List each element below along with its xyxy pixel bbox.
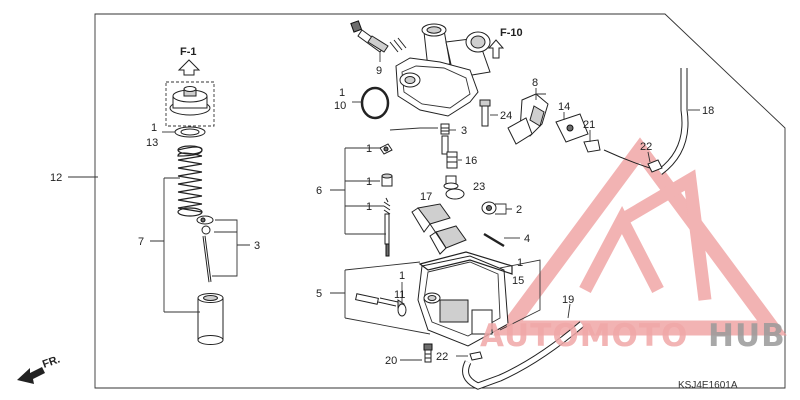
callout-8: 8 <box>532 77 538 89</box>
jet-23 <box>443 175 459 190</box>
watermark-triangle <box>493 137 787 336</box>
watermark-dark: HUB <box>708 318 786 354</box>
callout-2: 2 <box>516 204 522 216</box>
bracket-6 <box>330 147 386 235</box>
callout-1-11: 1 <box>399 270 405 282</box>
needle-retainer <box>196 215 214 235</box>
callout-16: 16 <box>465 155 477 167</box>
watermark-text: AUTOMOTO HUB <box>480 318 786 354</box>
callout-1-13: 1 <box>151 122 157 134</box>
callout-3-left: 3 <box>254 240 260 252</box>
watermark-accent: AUTOMOTO <box>480 318 688 354</box>
leader-1-top <box>389 127 438 131</box>
callout-24: 24 <box>500 110 512 122</box>
callout-7: 7 <box>138 236 144 248</box>
o-ring-10 <box>360 86 390 120</box>
screw-24 <box>479 99 491 127</box>
ref-f10: F-10 <box>500 27 523 39</box>
clip-22-bottom <box>469 351 483 361</box>
callout-1-b: 1 <box>366 176 372 188</box>
carb-body-group <box>330 20 700 390</box>
carb-body <box>395 57 479 117</box>
callout-19: 19 <box>562 294 574 306</box>
throttle-slide <box>197 293 224 345</box>
callout-12: 12 <box>50 172 62 184</box>
float <box>411 203 467 255</box>
callout-1-10: 1 <box>339 87 345 99</box>
washer-11 <box>397 303 407 317</box>
callout-3-center: 3 <box>461 125 467 137</box>
float-chamber <box>417 255 509 347</box>
bracket-15 <box>499 259 541 331</box>
callout-5: 5 <box>316 288 322 300</box>
callout-13: 13 <box>146 137 158 149</box>
ref-fr: FR. <box>41 353 62 370</box>
screw-9 <box>350 20 407 53</box>
callout-4: 4 <box>524 233 530 245</box>
callout-17: 17 <box>420 191 432 203</box>
f1-ref-box <box>165 81 215 127</box>
left-assembly <box>68 59 250 345</box>
diagram-frame <box>94 13 786 389</box>
watermark-mark <box>579 169 712 301</box>
callout-23: 23 <box>473 181 485 193</box>
callout-21: 21 <box>583 119 595 131</box>
top-cap <box>169 86 211 116</box>
washer-13 <box>174 126 206 138</box>
callout-1-a: 1 <box>366 143 372 155</box>
jet-3 <box>440 123 450 155</box>
ref-f1: F-1 <box>180 46 197 58</box>
gasket-15 <box>418 251 513 275</box>
f10-arrow-icon <box>487 39 505 59</box>
callout-22-upper: 22 <box>640 141 652 153</box>
leader-22-upper <box>647 151 651 163</box>
callout-6: 6 <box>316 185 322 197</box>
drain-screw-20 <box>423 343 433 363</box>
leader-19 <box>567 303 571 319</box>
callout-14: 14 <box>558 101 570 113</box>
bracket-2 <box>495 203 512 215</box>
callout-1-15: 1 <box>517 257 523 269</box>
bracket-5 <box>330 261 431 335</box>
front-arrow-icon <box>17 367 45 384</box>
float-pin-4 <box>483 232 505 248</box>
drain-tube-19 <box>462 321 585 390</box>
jet-needle <box>202 235 212 283</box>
callout-20: 20 <box>385 355 397 367</box>
callout-9: 9 <box>376 65 382 77</box>
part-code: KSJ4E1601A <box>678 380 738 391</box>
small-parts-column <box>379 143 393 257</box>
callout-22-bottom: 22 <box>436 351 448 363</box>
callout-15: 15 <box>512 275 524 287</box>
washer-17 <box>445 188 465 200</box>
f1-arrow-icon <box>177 59 201 76</box>
clip-2 <box>481 201 497 215</box>
bracket-8 <box>535 88 546 100</box>
callout-1-c: 1 <box>366 201 372 213</box>
callout-10: 10 <box>334 100 346 112</box>
spring-7 <box>177 145 203 217</box>
callout-11: 11 <box>394 289 405 301</box>
watermark-logo <box>493 137 787 336</box>
clip-22-upper <box>647 159 663 173</box>
callout-labels: F-1 F-10 12 1 13 7 3 9 1 10 3 16 17 23 2… <box>17 27 738 391</box>
front-arrow: FR. <box>17 353 62 384</box>
bracket-7 <box>150 177 200 313</box>
callout-18: 18 <box>702 105 714 117</box>
choke-linkage <box>507 93 601 153</box>
needle-jet-16 <box>446 151 458 169</box>
bracket-3-left <box>212 219 250 277</box>
